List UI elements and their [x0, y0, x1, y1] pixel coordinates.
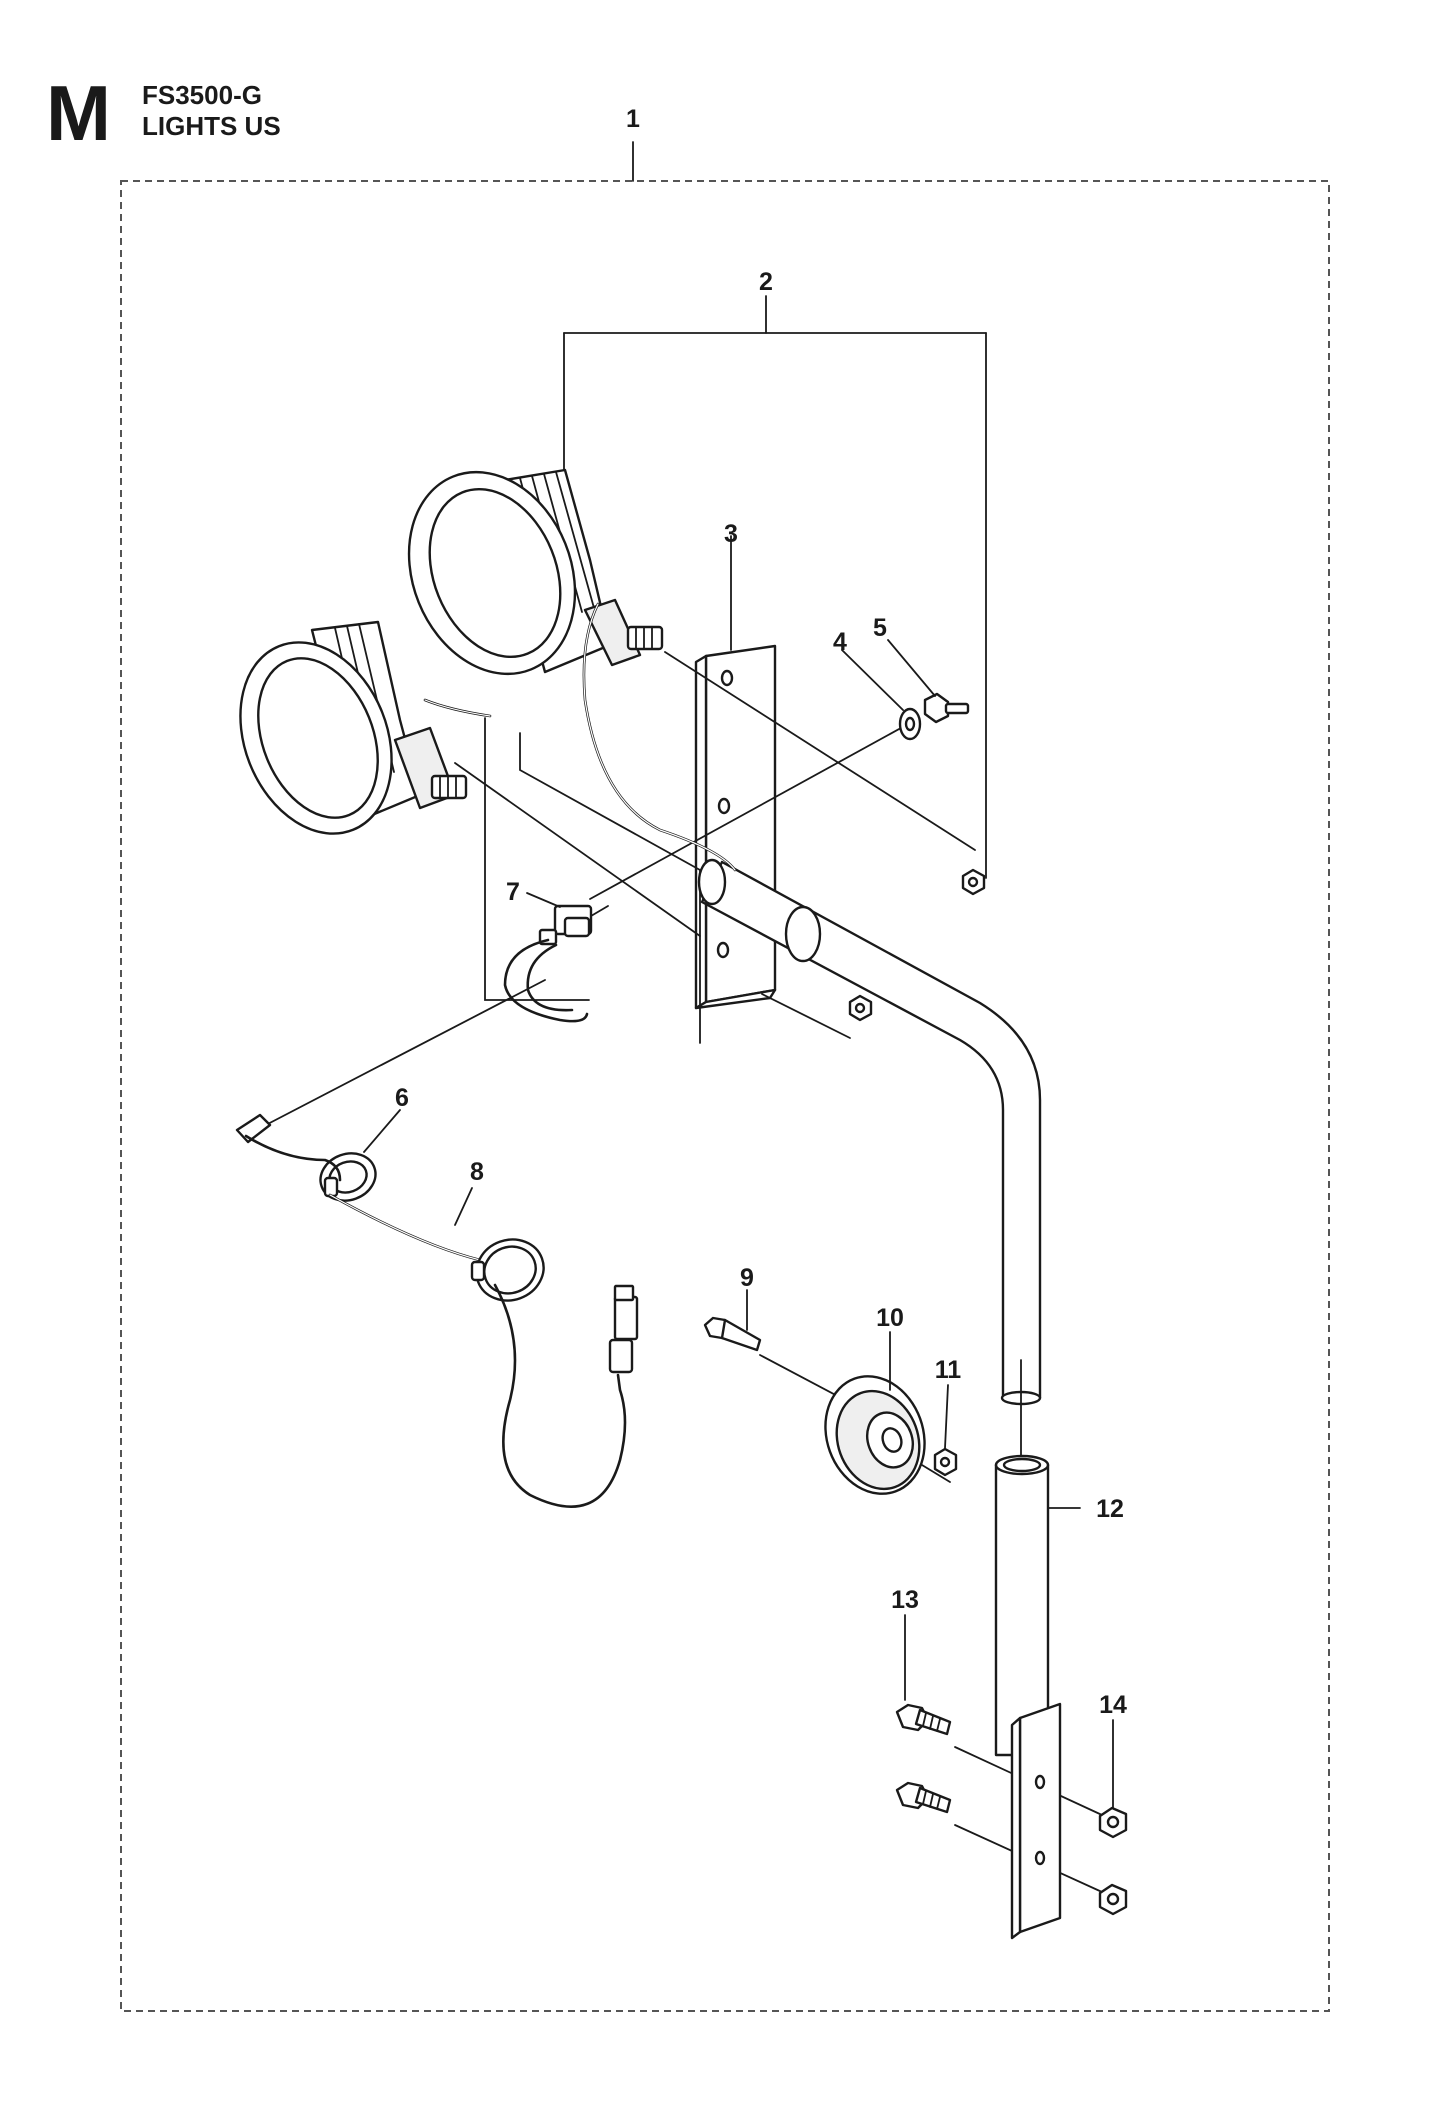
nut-upper [961, 868, 986, 896]
callout-line-8 [454, 1187, 473, 1226]
nut-14-lower [1098, 1883, 1128, 1916]
pole-bracket-plate [1010, 1702, 1062, 1940]
cable-clip-6 [319, 1152, 377, 1202]
light-cable-lower [423, 698, 492, 718]
section-letter: M [46, 69, 111, 157]
screw-13-lower [895, 1781, 952, 1814]
callout-9[interactable]: 9 [740, 1264, 754, 1292]
nut-11 [933, 1447, 958, 1477]
callout-10[interactable]: 10 [876, 1304, 904, 1332]
nut-lower [848, 994, 873, 1022]
wire-bundle-outline-2 [519, 732, 701, 1044]
callout-line-11 [944, 1384, 949, 1449]
callout-14[interactable]: 14 [1099, 1691, 1127, 1719]
callout-7[interactable]: 7 [506, 878, 520, 906]
nut-14-upper [1098, 1806, 1128, 1839]
bolt-9 [703, 1316, 762, 1352]
title-block: FS3500-G LIGHTS US [142, 80, 281, 142]
switch-wires-2 [526, 943, 574, 1012]
group-name: LIGHTS US [142, 111, 281, 141]
work-light-upper [407, 468, 664, 676]
callout-1[interactable]: 1 [626, 105, 640, 133]
callout-line-5 [887, 639, 936, 697]
alignment-lines [261, 651, 1103, 1893]
screw-13-upper [895, 1703, 952, 1736]
mounting-bar [694, 644, 777, 1010]
callout-5[interactable]: 5 [873, 614, 887, 642]
callout-6[interactable]: 6 [395, 1084, 409, 1112]
model-name: FS3500-G [142, 80, 262, 110]
switch-wires [503, 938, 589, 1023]
toggle-switch [538, 904, 609, 946]
callout-line-7 [526, 892, 561, 908]
callout-2[interactable]: 2 [759, 268, 773, 296]
callout-12[interactable]: 12 [1096, 1495, 1124, 1523]
bolt-5 [923, 692, 970, 724]
wire-bundle-outline [484, 717, 590, 1001]
light-support-tube [697, 858, 1042, 1406]
work-light-lower [239, 620, 468, 835]
washer-4 [898, 707, 922, 741]
light-pole [994, 1454, 1081, 1757]
callout-11[interactable]: 11 [935, 1356, 962, 1384]
wiring-harness [235, 1113, 639, 1508]
callout-4[interactable]: 4 [833, 628, 847, 656]
callout-bracket-2 [563, 295, 987, 879]
clamp-knob [824, 1375, 926, 1495]
callout-3[interactable]: 3 [724, 520, 738, 548]
assembly-frame [120, 180, 1330, 2012]
callout-line-4 [841, 649, 904, 711]
callout-8[interactable]: 8 [470, 1158, 484, 1186]
callout-line-6 [363, 1109, 401, 1153]
callout-13[interactable]: 13 [891, 1586, 919, 1614]
